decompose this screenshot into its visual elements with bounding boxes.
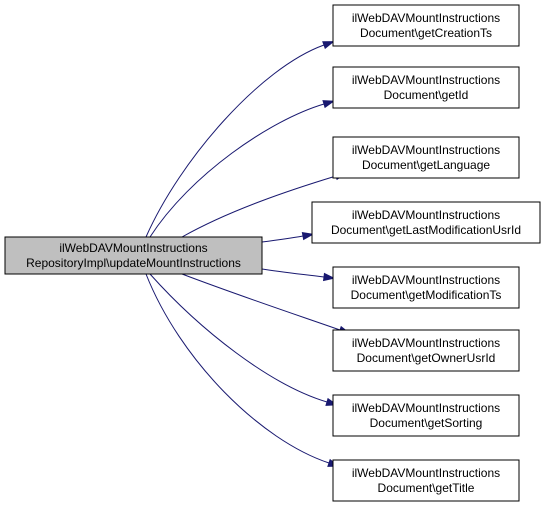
- node-label-line: ilWebDAVMountInstructions: [352, 73, 500, 87]
- target-node-getCreationTs[interactable]: ilWebDAVMountInstructionsDocument\getCre…: [332, 4, 520, 47]
- node-label-line: Document\getModificationTs: [351, 288, 502, 302]
- node-label-line: RepositoryImpl\updateMountInstructions: [26, 256, 241, 270]
- node-label-line: Document\getCreationTs: [360, 26, 492, 40]
- node-box: [332, 266, 520, 309]
- edge-to-getOwnerUsrId: [181, 273, 341, 331]
- node-label-line: Document\getId: [384, 88, 469, 102]
- edge-to-getTitle: [145, 273, 330, 464]
- source-node[interactable]: ilWebDAVMountInstructionsRepositoryImpl\…: [4, 236, 263, 275]
- node-label-line: ilWebDAVMountInstructions: [352, 273, 500, 287]
- node-box: [332, 136, 520, 179]
- target-node-getOwnerUsrId[interactable]: ilWebDAVMountInstructionsDocument\getOwn…: [332, 329, 520, 372]
- node-label-line: ilWebDAVMountInstructions: [59, 241, 207, 255]
- arrowhead-getId: [322, 100, 336, 109]
- node-label-line: Document\getSorting: [370, 416, 483, 430]
- arrowhead-getCreationTs: [322, 41, 335, 50]
- edge-to-getModificationTs: [261, 268, 325, 278]
- node-label-line: ilWebDAVMountInstructions: [352, 11, 500, 25]
- target-node-getLanguage[interactable]: ilWebDAVMountInstructionsDocument\getLan…: [332, 136, 520, 179]
- node-box: [311, 201, 541, 244]
- node-label-line: ilWebDAVMountInstructions: [352, 143, 500, 157]
- node-label-line: ilWebDAVMountInstructions: [352, 336, 500, 350]
- edge-to-getSorting: [149, 273, 328, 403]
- edge-to-getCreationTs: [145, 44, 325, 238]
- target-node-getSorting[interactable]: ilWebDAVMountInstructionsDocument\getSor…: [332, 394, 520, 437]
- node-label-line: Document\getTitle: [378, 481, 475, 495]
- arrowhead-getLastModificationUsrId: [301, 231, 315, 241]
- edge-to-getLastModificationUsrId: [261, 235, 304, 243]
- node-box: [332, 394, 520, 437]
- target-node-getModificationTs[interactable]: ilWebDAVMountInstructionsDocument\getMod…: [332, 266, 520, 309]
- node-box: [332, 66, 520, 109]
- edge-to-getId: [149, 103, 325, 238]
- node-label-line: Document\getLanguage: [362, 158, 490, 172]
- target-node-getLastModificationUsrId[interactable]: ilWebDAVMountInstructionsDocument\getLas…: [311, 201, 541, 244]
- node-label-line: Document\getOwnerUsrId: [357, 351, 496, 365]
- node-label-line: Document\getLastModificationUsrId: [331, 223, 521, 237]
- node-label-line: ilWebDAVMountInstructions: [352, 466, 500, 480]
- call-nodes: ilWebDAVMountInstructionsRepositoryImpl\…: [4, 4, 541, 502]
- node-label-line: ilWebDAVMountInstructions: [352, 401, 500, 415]
- arrowhead-getModificationTs: [322, 272, 336, 282]
- node-box: [332, 4, 520, 47]
- edge-to-getLanguage: [181, 175, 337, 238]
- node-label-line: ilWebDAVMountInstructions: [352, 208, 500, 222]
- target-node-getTitle[interactable]: ilWebDAVMountInstructionsDocument\getTit…: [332, 459, 520, 502]
- node-box: [332, 459, 520, 502]
- node-box: [4, 236, 263, 275]
- node-box: [332, 329, 520, 372]
